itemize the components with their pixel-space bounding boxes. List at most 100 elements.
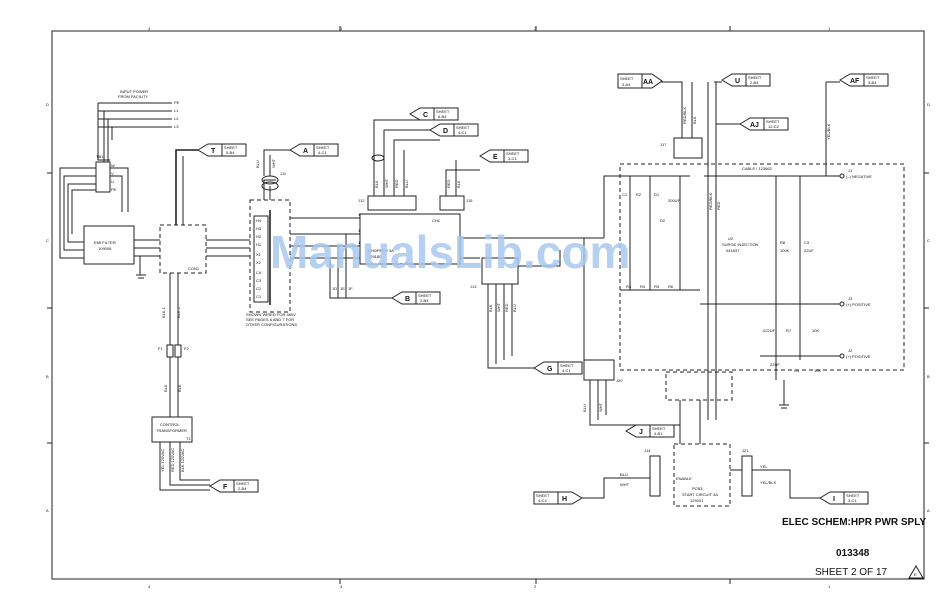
svg-text:SHEET: SHEET <box>418 293 432 298</box>
tb1-pin: U <box>111 179 114 184</box>
svg-text:SHEET: SHEET <box>236 481 250 486</box>
connector-label: J21 <box>742 448 749 453</box>
wire-label: RED/BLK <box>682 107 687 124</box>
u2-part-label: C3 <box>804 240 810 245</box>
connector-label: J20 <box>616 378 623 383</box>
j20-connector: J20 BLU WHT <box>582 238 626 426</box>
u2-label: SURGE INJECTION <box>722 242 759 247</box>
chopper-label: CHOPPER 3A <box>368 248 394 253</box>
drawing-title: ELEC SCHEM:HPR PWR SPLY <box>782 517 926 528</box>
svg-text:SHEET: SHEET <box>436 109 450 114</box>
u2-part-label: C1 <box>622 192 628 197</box>
svg-text:SHEET: SHEET <box>536 493 550 498</box>
tx-pin: C3 <box>256 278 262 283</box>
pcb3-box <box>673 443 731 507</box>
row-label-left: C <box>46 238 49 243</box>
tx-pin: H2 <box>256 234 262 239</box>
emi-filter-box <box>83 225 135 265</box>
revision-letter: E <box>914 572 917 577</box>
svg-text:12-C2: 12-C2 <box>768 124 780 129</box>
wire-label: WHT <box>496 302 501 312</box>
flag-AJ: AJ SHEET 12-C2 <box>739 117 789 131</box>
svg-text:AA: AA <box>643 79 653 86</box>
fuse-label: F1 <box>158 346 163 351</box>
wire-label: YEL/BLK <box>826 123 831 140</box>
u2-value: 22UF <box>804 248 814 253</box>
wire-label: BLK <box>488 304 493 312</box>
j13-box <box>481 257 519 285</box>
svg-text:E: E <box>493 154 498 161</box>
wire-label: RED <box>394 179 399 188</box>
output-pin: J1 <box>848 168 853 173</box>
svg-text:SHEET: SHEET <box>866 75 880 80</box>
svg-text:SHEET: SHEET <box>652 426 666 431</box>
svg-text:6-B4: 6-B4 <box>438 114 447 119</box>
line-label: PE <box>174 100 180 105</box>
connector-label: J17 <box>660 142 667 147</box>
transformer-label: TRANSFORMER <box>156 428 187 433</box>
svg-text:C: C <box>423 112 428 119</box>
input-power-section: INPUT POWER FROM FACILITY PE L1 L2 L3 TB… <box>59 89 180 279</box>
wire-label: BLU <box>255 160 260 168</box>
u2-value: .022UF <box>762 328 776 333</box>
row-label-right: A <box>927 508 930 513</box>
col-label-top: 3 <box>340 26 343 31</box>
pcb3-part: 129201 <box>690 498 704 503</box>
wire-label: BLU <box>404 180 409 188</box>
u2-value: 200UF <box>668 198 681 203</box>
col-label-top: 4 <box>148 26 151 31</box>
pcb3-label: PCB3 <box>692 486 703 491</box>
wire-label: BLK <box>163 384 168 392</box>
svg-text:3-B4: 3-B4 <box>868 80 877 85</box>
wire-label: BLK <box>456 180 461 188</box>
pcb3-label: START CIRCUIT 3A <box>682 492 718 497</box>
bus-label: 1F <box>348 286 353 291</box>
svg-text:2-B4: 2-B4 <box>420 298 429 303</box>
enable-label: ENABLE <box>676 476 692 481</box>
con1-label: CON1 <box>188 266 200 271</box>
shown-wired-note: OTHER CONFIGURATIONS <box>246 322 297 327</box>
connector-label: J13 <box>470 284 477 289</box>
line-label: L1 <box>174 108 179 113</box>
fuse-f1 <box>166 344 174 358</box>
svg-text:J: J <box>639 429 643 436</box>
wire-label: BLU <box>620 472 628 477</box>
u2-box <box>619 163 905 371</box>
t1-label: T1 <box>186 436 191 441</box>
tx-pin: H3 <box>256 226 262 231</box>
wire-label: YEL <box>760 464 768 469</box>
tx-pin: H4 <box>256 218 262 223</box>
wire-label: BLK 2 <box>176 306 181 318</box>
svg-text:SHEET: SHEET <box>560 363 574 368</box>
u2-part-label: R7 <box>786 328 792 333</box>
tx-pin: C1 <box>256 294 262 299</box>
svg-text:SHEET: SHEET <box>846 493 860 498</box>
svg-text:SHEET: SHEET <box>766 119 780 124</box>
flag-U: U SHEET 2-B4 <box>721 73 771 87</box>
con1-contactor: CON1 BLK 1 BLK 2 <box>159 149 250 345</box>
flag-D: D SHEET 4-C1 <box>429 123 479 137</box>
wire-label: BLK 1 <box>161 306 166 318</box>
connector-label: J15 <box>466 198 473 203</box>
config-terminal-strip <box>253 215 269 303</box>
off-page-flags: T SHEET 5-B4 A SHEET 4-C1 C SHEET 6-B4 D… <box>197 73 889 505</box>
connector-label: J11 <box>280 171 287 176</box>
j20-box <box>583 359 615 381</box>
j21-connector <box>741 455 753 497</box>
title-block: ELEC SCHEM:HPR PWR SPLY 013348 SHEET 2 O… <box>782 517 926 579</box>
pcb3-start-circuit: PCB3 START CIRCUIT 3A 129201 ENABLE J14 … <box>572 371 820 507</box>
col-label-top: 1 <box>828 26 831 31</box>
svg-text:3-C1: 3-C1 <box>848 498 857 503</box>
tx-pin: H1 <box>256 242 262 247</box>
u2-value: 100K <box>780 248 790 253</box>
svg-text:3-A4: 3-A4 <box>622 82 631 87</box>
col-label-top: 2 <box>534 26 537 31</box>
wire-label: YEL 120VAC <box>160 449 165 472</box>
u2-part-label: D1 <box>654 192 660 197</box>
transformer-label: CONTROL <box>160 422 180 427</box>
svg-text:A: A <box>303 148 308 155</box>
svg-text:AJ: AJ <box>750 122 759 129</box>
wire-label: RED <box>504 303 509 312</box>
line-label: L2 <box>174 116 179 121</box>
